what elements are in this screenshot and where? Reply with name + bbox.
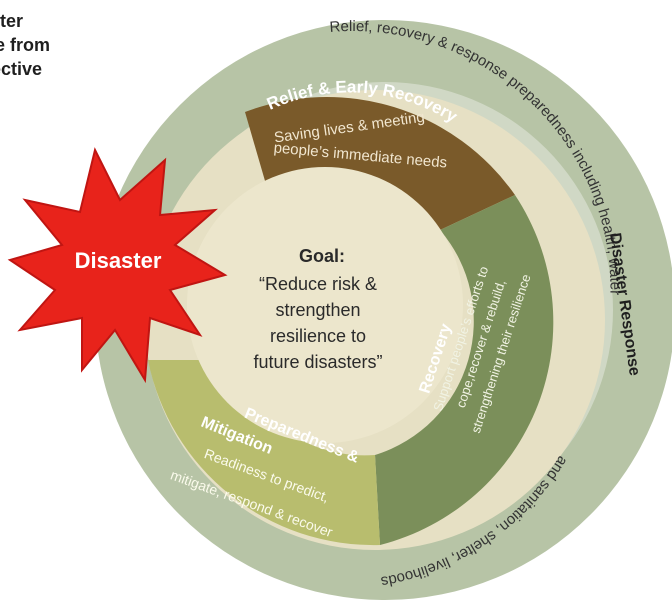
goal-line4: future disasters” — [253, 352, 382, 372]
relief-sector — [245, 97, 515, 231]
heading-line-3: spective — [0, 59, 43, 79]
goal-title: Goal: — [299, 246, 345, 266]
heading-line-1: saster — [0, 11, 24, 31]
recovery-sector — [375, 195, 554, 545]
disaster-label: Disaster — [75, 248, 162, 273]
goal-line3: resilience to — [270, 326, 366, 346]
heading-line-2: ycle from — [0, 35, 51, 55]
goal-line1: “Reduce risk & — [259, 274, 377, 294]
disaster-burst — [7, 147, 228, 384]
goal-line2: strengthen — [275, 300, 360, 320]
preparedness-sector — [148, 360, 380, 546]
goal-circle — [187, 167, 463, 443]
